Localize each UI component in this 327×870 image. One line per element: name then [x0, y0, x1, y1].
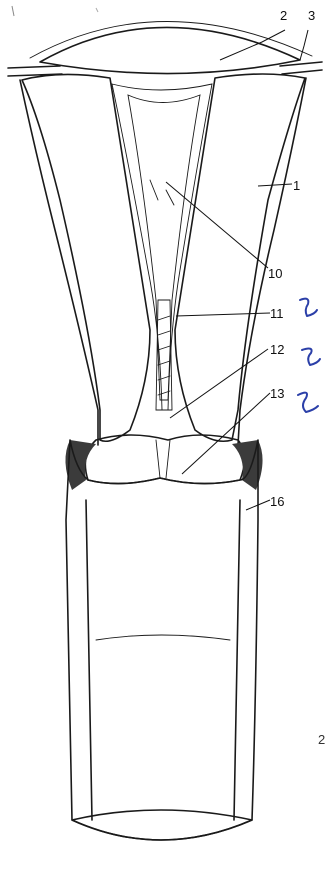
vaginal-fornix: [65, 440, 262, 490]
labels: 2 3 1 10 11 12 13 16 2: [268, 8, 325, 747]
cervix: [85, 435, 244, 484]
scan-marks: [12, 6, 98, 16]
label-1: 1: [293, 178, 300, 193]
label-2: 2: [280, 8, 287, 23]
endometrium: [112, 84, 212, 410]
edge-fragment-label: 2: [318, 732, 325, 747]
uterine-body: [20, 74, 306, 445]
label-13: 13: [270, 386, 284, 401]
leader-lines: [166, 30, 308, 510]
fundus-dome: [30, 21, 312, 73]
label-3: 3: [308, 8, 315, 23]
label-12: 12: [270, 342, 284, 357]
label-11: 11: [270, 306, 284, 321]
uterine-cavity: [128, 95, 200, 400]
handwritten-pen-marks: [298, 299, 320, 412]
label-10: 10: [268, 266, 282, 281]
vagina: [66, 440, 258, 840]
label-16: 16: [270, 494, 284, 509]
